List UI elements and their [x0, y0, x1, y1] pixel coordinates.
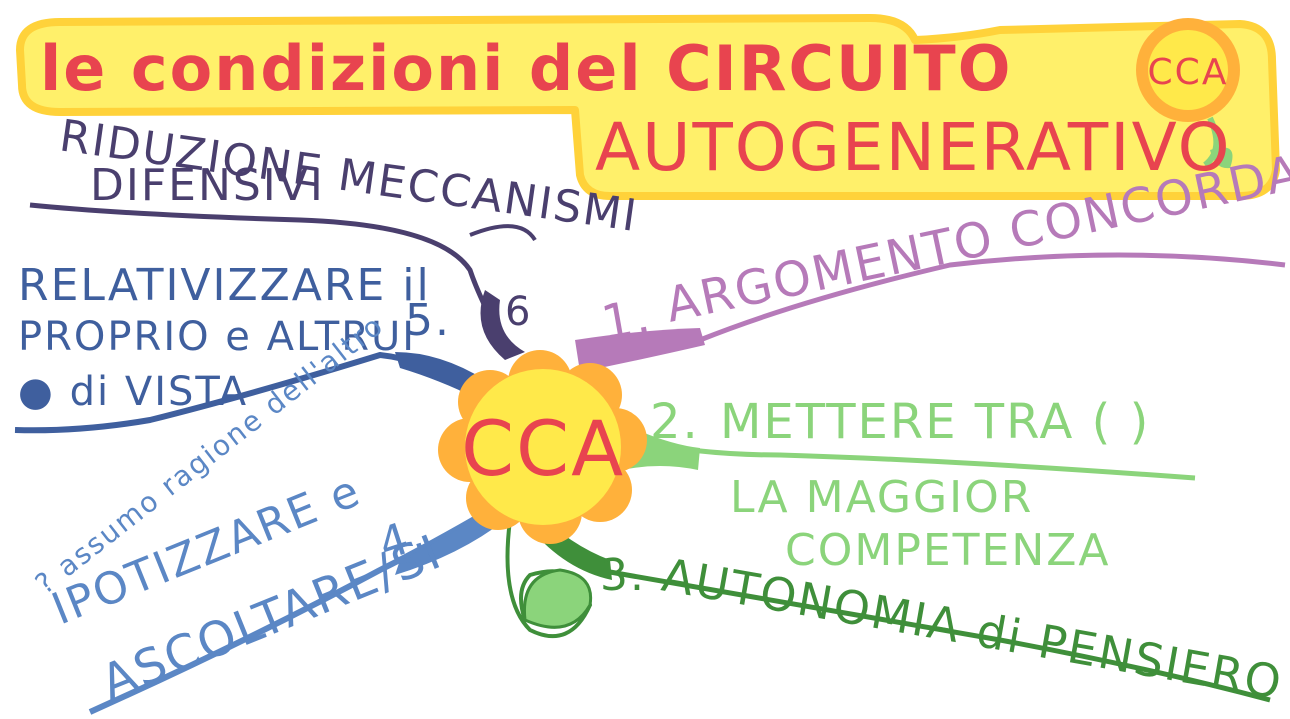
- branch-1-number: 1.: [597, 288, 656, 352]
- branch-5-line-1: RELATIVIZZARE il: [18, 260, 431, 311]
- title-line-1: le condizioni del CIRCUITO: [40, 32, 1012, 105]
- leaf-decoration: [505, 519, 593, 639]
- branch-4-line: [88, 507, 492, 715]
- title-badge-text: CCA: [1148, 52, 1229, 93]
- center-flower: [438, 350, 647, 544]
- branch-1-root: [575, 328, 705, 372]
- branch-6-line-2: DIFENSIVI: [90, 160, 325, 211]
- branch-5-line-2: PROPRIO e ALTRUI: [18, 314, 416, 360]
- title-line-2: AUTOGENERATIVO: [595, 109, 1232, 186]
- branch-6-number: 6: [505, 289, 532, 335]
- branch-5-number: 5.: [405, 295, 451, 346]
- branch-3-number: 3.: [600, 550, 646, 601]
- branch-2-text: METTERE TRA ( ): [720, 394, 1150, 450]
- branch-2-subtext-2: COMPETENZA: [785, 525, 1111, 576]
- center-label: CCA: [461, 404, 625, 493]
- title-badge-flower: [1136, 18, 1240, 169]
- branch-6-root: [480, 290, 525, 360]
- branch-2-subtext-1: LA MAGGIOR: [730, 472, 1033, 523]
- branch-5-line-3: ● di VISTA: [18, 369, 248, 415]
- branch-6-line: [29, 202, 513, 357]
- branch-2-number: 2.: [650, 394, 700, 450]
- title-banner: [16, 14, 1280, 200]
